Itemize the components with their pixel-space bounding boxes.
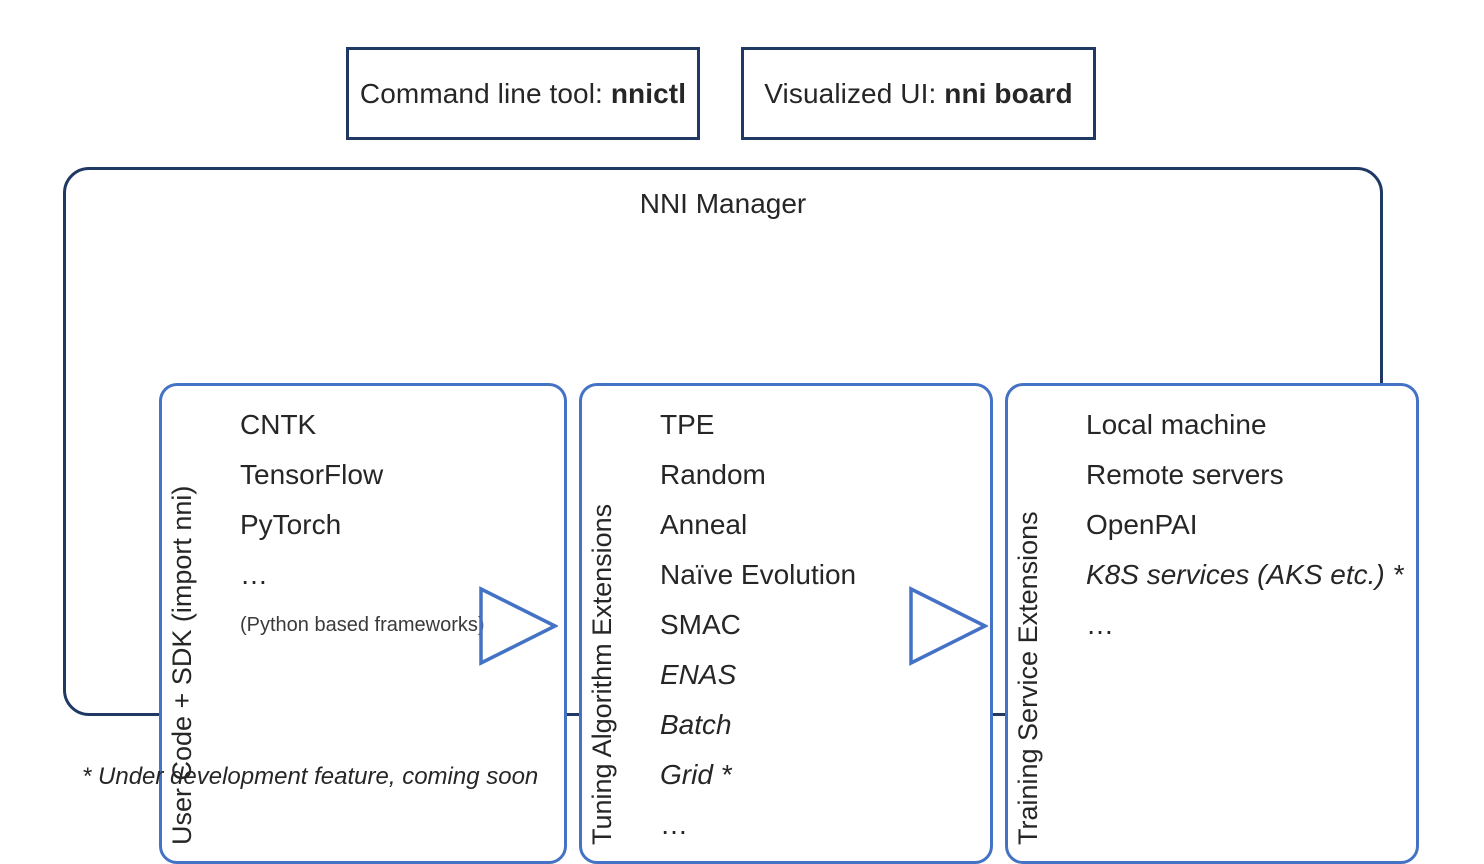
list-item: PyTorch <box>240 509 342 540</box>
visualized-ui-prefix: Visualized UI: <box>764 77 945 109</box>
list-item: Batch <box>660 709 732 740</box>
list-item: Grid * <box>660 759 732 790</box>
arrow-tuning-to-training-icon <box>908 586 989 666</box>
list-item: Naïve Evolution <box>660 559 857 590</box>
list-item: K8S services (AKS etc.) * <box>1086 559 1404 590</box>
column-training-service-extensions: Training Service Extensions Local machin… <box>1005 383 1419 864</box>
list-item: CNTK <box>240 409 317 440</box>
column-tuning-algorithm-extensions-items: TPE Random Anneal Naïve Evolution SMAC E… <box>660 400 982 850</box>
list-item: (Python based frameworks) <box>240 614 485 636</box>
list-item: … <box>240 559 270 590</box>
list-item: Random <box>660 459 766 490</box>
column-training-service-extensions-label: Training Service Extensions <box>1012 511 1043 845</box>
column-user-code-sdk: User Code + SDK (import nni) CNTK Tensor… <box>159 383 567 864</box>
visualized-ui-box: Visualized UI: nni board <box>741 47 1096 140</box>
command-line-tool-prefix: Command line tool: <box>359 77 611 109</box>
list-item: Remote servers <box>1086 459 1284 490</box>
command-line-tool-value: nnictl <box>610 77 687 109</box>
command-line-tool-label: Command line tool: nnictl <box>360 78 686 110</box>
visualized-ui-value: nni board <box>944 77 1073 109</box>
command-line-tool-box: Command line tool: nnictl <box>346 47 700 140</box>
column-tuning-algorithm-extensions-label: Tuning Algorithm Extensions <box>586 503 617 845</box>
list-item: … <box>1086 609 1116 640</box>
list-item: Anneal <box>660 509 748 540</box>
nni-manager-title: NNI Manager <box>639 188 807 219</box>
list-item: Local machine <box>1086 409 1267 440</box>
visualized-ui-label: Visualized UI: nni board <box>764 78 1072 110</box>
list-item: … <box>660 809 690 840</box>
list-item: SMAC <box>660 609 741 640</box>
list-item: ENAS <box>660 659 737 690</box>
list-item: TensorFlow <box>240 459 384 490</box>
footnote: * Under development feature, coming soon <box>82 763 539 790</box>
arrow-user-to-tuning-icon <box>478 586 559 666</box>
nni-manager-container: NNI Manager User Code + SDK (import nni)… <box>63 167 1419 864</box>
column-training-service-extensions-items: Local machine Remote servers OpenPAI K8S… <box>1086 400 1408 650</box>
list-item: OpenPAI <box>1086 509 1198 540</box>
list-item: TPE <box>660 409 715 440</box>
column-user-code-sdk-items: CNTK TensorFlow PyTorch … (Python based … <box>240 400 556 650</box>
